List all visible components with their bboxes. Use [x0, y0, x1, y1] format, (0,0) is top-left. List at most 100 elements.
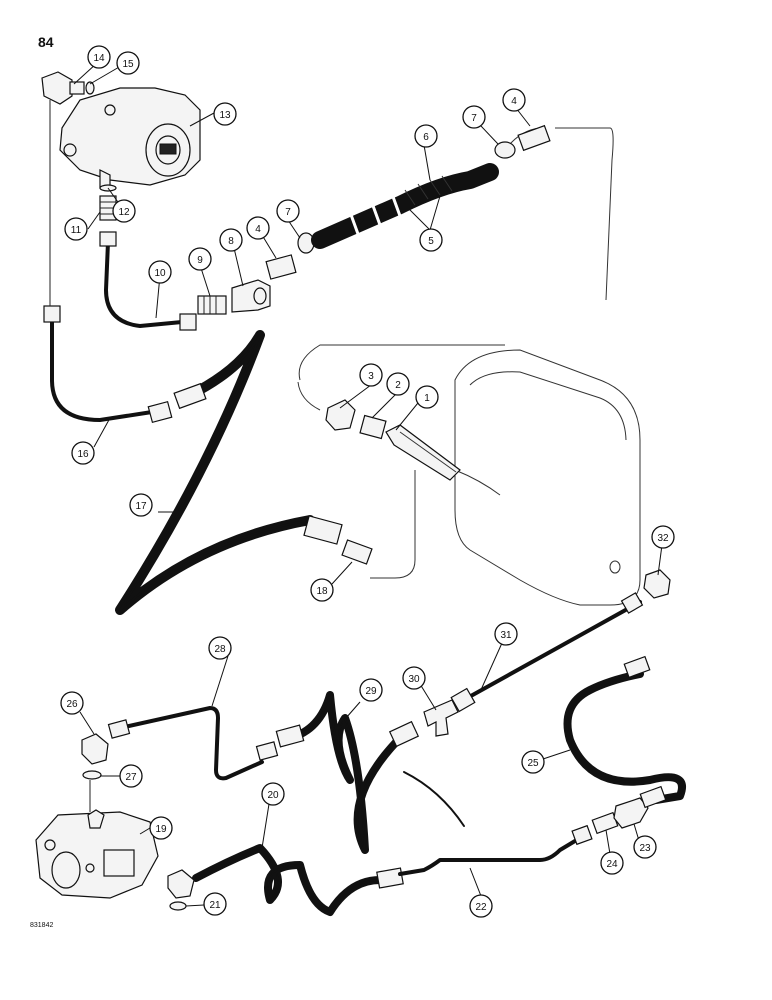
- svg-text:14: 14: [93, 53, 105, 64]
- hose-25-highlight: [566, 673, 683, 801]
- svg-text:7: 7: [471, 113, 477, 124]
- callout-17: 17: [129, 493, 153, 517]
- figure-id: 831842: [30, 922, 54, 929]
- tube-nut-31-end: [620, 592, 644, 614]
- callout-21: 21: [203, 892, 227, 916]
- tee-fitting-30: [423, 699, 459, 737]
- callout-25: 25: [521, 750, 545, 774]
- svg-text:21: 21: [209, 900, 221, 911]
- svg-text:31: 31: [500, 630, 512, 641]
- svg-text:25: 25: [527, 758, 539, 769]
- tube-nut-16-top: [43, 305, 61, 323]
- svg-text:27: 27: [125, 772, 137, 783]
- callout-14: 14: [87, 45, 111, 69]
- pressure-tube-16: [50, 316, 154, 422]
- callout-30: 30: [402, 666, 426, 690]
- o-ring-27: [82, 770, 102, 780]
- return-tube-31: [458, 600, 642, 704]
- page-number: 84: [38, 34, 54, 50]
- svg-text:23: 23: [639, 843, 651, 854]
- svg-text:1: 1: [424, 393, 430, 404]
- hose-end-25-top: [623, 655, 651, 679]
- upper-elbow-fitting: [41, 71, 95, 105]
- svg-text:8: 8: [228, 236, 234, 247]
- hose-29-highlight: [289, 694, 401, 851]
- hose-end-25-bottom: [639, 785, 667, 809]
- callout-19: 19: [149, 816, 173, 840]
- hydraulic-tank-outline: [370, 349, 641, 606]
- svg-text:13: 13: [219, 110, 231, 121]
- svg-text:2: 2: [395, 380, 401, 391]
- tube-22: [398, 836, 582, 876]
- svg-text:19: 19: [155, 824, 167, 835]
- pressure-hose-17-highlight: [119, 334, 311, 611]
- callout-32: 32: [651, 525, 675, 549]
- suction-tube-10-highlight: [105, 241, 183, 327]
- callout-6: 6: [414, 124, 438, 148]
- callout-20: 20: [261, 782, 285, 806]
- elbow-fitting-26: [81, 733, 109, 765]
- svg-text:16: 16: [77, 449, 89, 460]
- hose-end-17-bottom: [303, 515, 343, 545]
- nipple-fitting-4-upper: [517, 124, 551, 152]
- callout-4-lower: 4: [246, 216, 270, 240]
- callout-15: 15: [116, 51, 140, 75]
- tank-fittings-1-2-3: [325, 399, 461, 481]
- tube-nut-16-end: [147, 400, 173, 424]
- pressure-hose-17: [115, 330, 315, 615]
- hose-end-29-right: [388, 720, 420, 748]
- svg-text:4: 4: [511, 96, 517, 107]
- callout-26: 26: [60, 691, 84, 715]
- callout-13: 13: [213, 102, 237, 126]
- callout-3: 3: [359, 363, 383, 387]
- callout-31: 31: [494, 622, 518, 646]
- svg-text:12: 12: [118, 207, 130, 218]
- callout-8: 8: [219, 228, 243, 252]
- callout-28: 28: [208, 636, 232, 660]
- suction-hose-5: [311, 163, 499, 249]
- tube-nut-10-top: [99, 231, 117, 247]
- fitting-row-9-8-4: [197, 254, 297, 315]
- suction-tube-10: [104, 240, 184, 328]
- callout-24: 24: [600, 851, 624, 875]
- callout-2: 2: [386, 372, 410, 396]
- svg-text:32: 32: [657, 533, 669, 544]
- callout-4-upper: 4: [502, 88, 526, 112]
- callout-7-lower: 7: [276, 199, 300, 223]
- svg-text:4: 4: [255, 224, 261, 235]
- svg-text:24: 24: [606, 859, 618, 870]
- callout-18: 18: [310, 578, 334, 602]
- svg-text:29: 29: [365, 686, 377, 697]
- svg-text:3: 3: [368, 371, 374, 382]
- callout-11: 11: [64, 217, 88, 241]
- tee-fitting-23: [613, 797, 649, 829]
- hose-end-17-top: [173, 382, 207, 410]
- tube-nut-31-start: [450, 687, 476, 713]
- svg-text:17: 17: [135, 501, 147, 512]
- tube-nut-28-end: [255, 741, 279, 761]
- callout-7-upper: 7: [462, 105, 486, 129]
- svg-text:7: 7: [285, 207, 291, 218]
- svg-text:30: 30: [408, 674, 420, 685]
- svg-text:15: 15: [122, 59, 134, 70]
- svg-text:26: 26: [66, 699, 78, 710]
- callout-5: 5: [419, 228, 443, 252]
- callout-12: 12: [112, 199, 136, 223]
- svg-text:18: 18: [316, 586, 328, 597]
- hose-clamp-7-upper: [494, 141, 516, 159]
- svg-text:28: 28: [214, 644, 226, 655]
- hose-end-20-right: [376, 867, 404, 889]
- hose-20-highlight: [195, 847, 381, 913]
- upper-hydraulic-pump: [59, 87, 201, 191]
- callout-1: 1: [415, 385, 439, 409]
- lower-hydraulic-pump: [35, 809, 159, 899]
- elbow-fitting-32: [643, 569, 671, 599]
- fitting-18: [341, 539, 373, 565]
- callout-27: 27: [119, 764, 143, 788]
- callout-16: 16: [71, 441, 95, 465]
- svg-text:6: 6: [423, 132, 429, 143]
- callout-10: 10: [148, 260, 172, 284]
- svg-text:22: 22: [475, 902, 487, 913]
- callout-23: 23: [633, 835, 657, 859]
